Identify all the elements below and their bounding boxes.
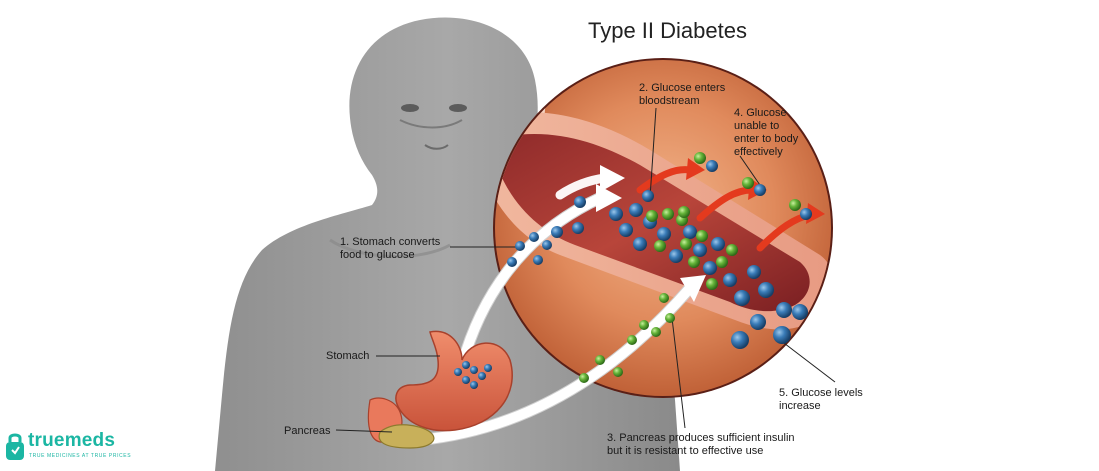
pancreas: [378, 424, 435, 449]
glucose-molecule: [454, 368, 462, 376]
insulin-molecule: [789, 199, 801, 211]
glucose-molecule: [657, 227, 671, 241]
glucose-molecule: [507, 257, 517, 267]
brand-tagline: TRUE MEDICINES AT TRUE PRICES: [29, 453, 132, 459]
insulin-molecule: [716, 256, 728, 268]
leader-lines: [335, 107, 836, 433]
glucose-molecule: [629, 203, 643, 217]
glucose-molecule: [747, 265, 761, 279]
glucose-molecule: [470, 366, 478, 374]
insulin-molecule: [680, 238, 692, 250]
glucose-molecule: [800, 208, 812, 220]
label-pancreas: Pancreas: [284, 425, 331, 437]
glucose-molecule: [484, 364, 492, 372]
glucose-molecule: [792, 304, 808, 320]
glucose-molecule: [683, 225, 697, 239]
insulin-molecule: [595, 355, 605, 365]
insulin-molecule: [662, 208, 674, 220]
insulin-molecule: [579, 373, 589, 383]
glucose-molecule: [693, 243, 707, 257]
label-step-5: 5. Glucose levels increase: [779, 387, 863, 412]
molecules: [454, 152, 812, 389]
glucose-molecule: [754, 184, 766, 196]
glucose-molecule: [750, 314, 766, 330]
glucose-molecule: [723, 273, 737, 287]
pill-lock-icon: [6, 433, 24, 460]
insulin-molecule: [706, 278, 718, 290]
insulin-molecule: [694, 152, 706, 164]
insulin-molecule: [696, 230, 708, 242]
insulin-molecule: [639, 320, 649, 330]
insulin-molecule: [627, 335, 637, 345]
label-step-3: 3. Pancreas produces sufficient insulin …: [607, 432, 795, 457]
glucose-molecule: [462, 376, 470, 384]
insulin-molecule: [688, 256, 700, 268]
glucose-molecule: [734, 290, 750, 306]
glucose-molecule: [706, 160, 718, 172]
glucose-molecule: [470, 381, 478, 389]
glucose-molecule: [515, 241, 525, 251]
insulin-molecule: [665, 313, 675, 323]
glucose-molecule: [619, 223, 633, 237]
insulin-molecule: [613, 367, 623, 377]
glucose-molecule: [758, 282, 774, 298]
glucose-molecule: [669, 249, 683, 263]
glucose-molecule: [703, 261, 717, 275]
glucose-molecule: [462, 361, 470, 369]
label-step-1: 1. Stomach converts food to glucose: [340, 236, 441, 261]
glucose-molecule: [776, 302, 792, 318]
label-step-4: 4. Glucose unable to enter to body effec…: [734, 107, 799, 158]
glucose-molecule: [633, 237, 647, 251]
insulin-molecule: [646, 210, 658, 222]
glucose-molecule: [574, 196, 586, 208]
glucose-molecule: [529, 232, 539, 242]
flow-arrows: [414, 192, 696, 446]
glucose-molecule: [478, 372, 486, 380]
label-stomach: Stomach: [326, 350, 370, 362]
glucose-molecule: [551, 226, 563, 238]
insulin-molecule: [678, 206, 690, 218]
brand-name: truemeds: [28, 430, 116, 451]
insulin-molecule: [654, 240, 666, 252]
glucose-molecule: [731, 331, 749, 349]
insulin-molecule: [659, 293, 669, 303]
glucose-molecule: [711, 237, 725, 251]
glucose-molecule: [773, 326, 791, 344]
brand-logo: truemeds TRUE MEDICINES AT TRUE PRICES: [2, 428, 162, 468]
glucose-molecule: [533, 255, 543, 265]
insulin-molecule: [726, 244, 738, 256]
insulin-molecule: [651, 327, 661, 337]
glucose-molecule: [572, 222, 584, 234]
page-title: Type II Diabetes: [588, 18, 747, 43]
insulin-molecule: [742, 177, 754, 189]
glucose-molecule: [609, 207, 623, 221]
label-step-2: 2. Glucose enters bloodstream: [639, 82, 726, 107]
glucose-molecule: [642, 190, 654, 202]
glucose-molecule: [542, 240, 552, 250]
